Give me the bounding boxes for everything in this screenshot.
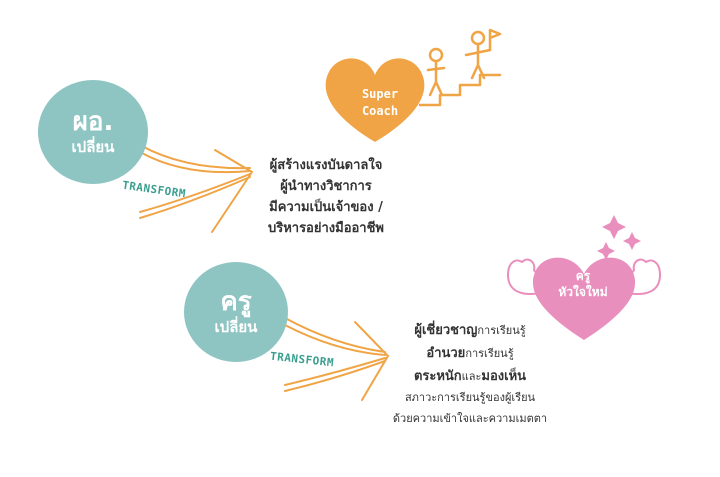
super-text: Super (361, 87, 399, 101)
coach-text: Coach (361, 104, 399, 118)
director-role: บริหารอย่างมืออาชีพ (267, 221, 385, 236)
director-roles-list: ผู้สร้างแรงบันดาลใจ ผู้นำทางวิชาการ มีคว… (246, 155, 406, 239)
teacher-role: ตระหนักและมองเห็น (413, 369, 527, 384)
change-label: เปลี่ยน (71, 138, 115, 156)
teacher-change-circle: ครู เปลี่ยน (184, 262, 288, 362)
sparkle-icons (597, 215, 641, 260)
director-label: ผอ. (72, 107, 114, 137)
teacher-role: ผู้เชี่ยวชาญการเรียนรู้ (414, 323, 526, 338)
director-role: มีความเป็นเจ้าของ / (269, 200, 383, 215)
teacher-role: อำนวยการเรียนรู้ (426, 346, 514, 361)
teacher-role: สภาวะการเรียนรู้ของผู้เรียน (404, 391, 536, 404)
teacher-roles-list: ผู้เชี่ยวชาญการเรียนรู้ อำนวยการเรียนรู้… (370, 318, 570, 429)
teacher-label: ครู (220, 287, 252, 317)
teacher-heart-line1: ครู (575, 269, 591, 283)
transform-arrow-bottom (284, 317, 390, 401)
director-change-circle: ผอ. เปลี่ยน (38, 80, 148, 184)
super-coach-text: Super Coach (340, 86, 420, 120)
transform-arrow-top (139, 144, 254, 233)
change-label: เปลี่ยน (214, 318, 258, 336)
climbing-people-icon (418, 28, 502, 107)
director-role: ผู้นำทางวิชาการ (280, 179, 372, 194)
muscle-arms-icon (507, 258, 661, 295)
director-role: ผู้สร้างแรงบันดาลใจ (269, 158, 383, 173)
new-heart-icon (532, 257, 636, 340)
teacher-heart-line2: หัวใจใหม่ (558, 285, 608, 299)
super-coach-heart-icon (325, 58, 425, 142)
new-heart-text: ครู หัวใจใหม่ (548, 268, 618, 300)
teacher-role: ด้วยความเข้าใจและความเมตตา (392, 412, 548, 425)
